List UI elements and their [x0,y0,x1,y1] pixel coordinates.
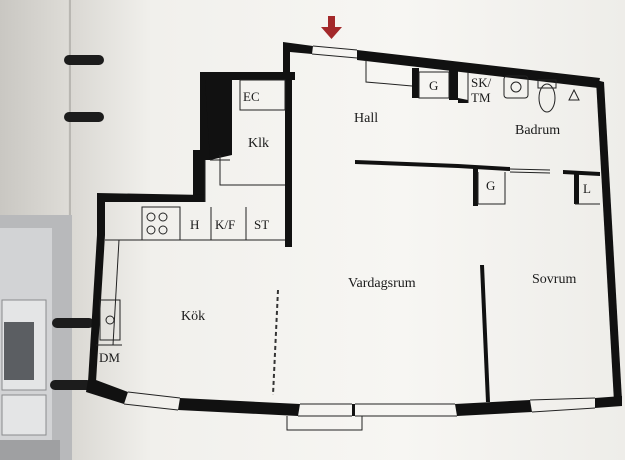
fixture-st-label: ST [254,217,269,232]
room-klk-label: Klk [248,136,269,151]
room-vardagsrum-label: Vardagsrum [348,276,416,291]
room-hall-label: Hall [354,111,378,126]
room-sovrum-label: Sovrum [532,272,576,287]
binder-rings [50,55,104,390]
fixture-dm-label: DM [99,350,120,365]
entrance-arrow-icon [321,16,342,39]
fixture-l-label: L [583,181,591,196]
dashed-divider [272,289,279,396]
fixture-h-label: H [190,217,199,232]
fixture-kf-label: K/F [215,217,235,232]
room-badrum-label: Badrum [515,123,560,138]
paper-page [68,0,625,460]
fixture-g-sovrum-label: G [486,178,495,193]
oven-photo [0,215,72,460]
walls [86,42,622,416]
fixture-tm-label: TM [471,90,491,105]
thin-lines [96,45,600,431]
room-kok-label: Kök [181,309,205,324]
fixture-sk-label: SK/ [471,75,492,90]
fixture-g-hall-label: G [429,78,438,93]
fixture-ec-label: EC [243,89,260,104]
